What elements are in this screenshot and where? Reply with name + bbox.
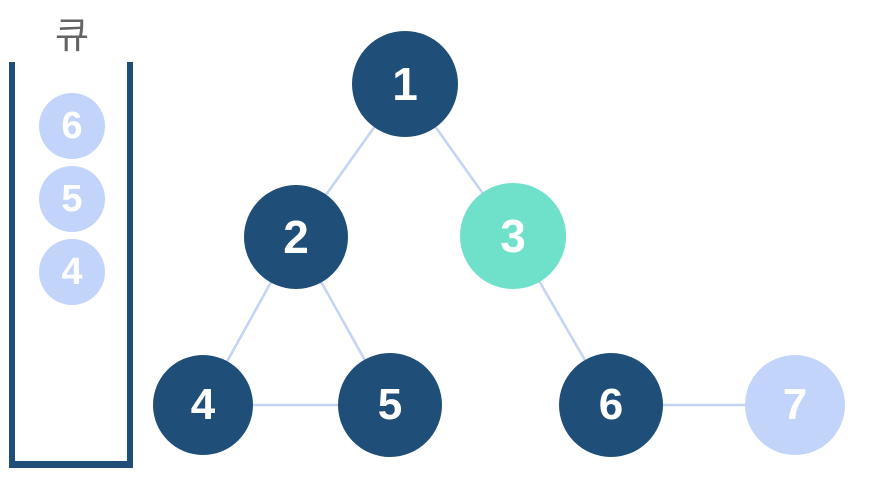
graph-node-3[interactable]: 3 [460, 183, 566, 289]
graph-edge [319, 279, 367, 363]
queue-container [9, 62, 133, 468]
queue-item: 4 [39, 239, 105, 305]
queue-item: 5 [39, 166, 105, 232]
graph-node-5[interactable]: 5 [338, 353, 442, 457]
graph-edge [537, 278, 588, 364]
graph-node-6[interactable]: 6 [559, 353, 663, 457]
graph-edge [224, 279, 274, 365]
graph-edge [433, 124, 485, 196]
graph-edge [323, 124, 377, 198]
graph-node-4[interactable]: 4 [153, 355, 253, 455]
queue-item-list: 6 5 4 [9, 62, 133, 468]
graph-node-2[interactable]: 2 [244, 185, 348, 289]
graph-node-7[interactable]: 7 [745, 355, 845, 455]
queue-item: 6 [39, 93, 105, 159]
graph-node-1[interactable]: 1 [352, 31, 458, 137]
queue-label: 큐 [54, 14, 90, 57]
